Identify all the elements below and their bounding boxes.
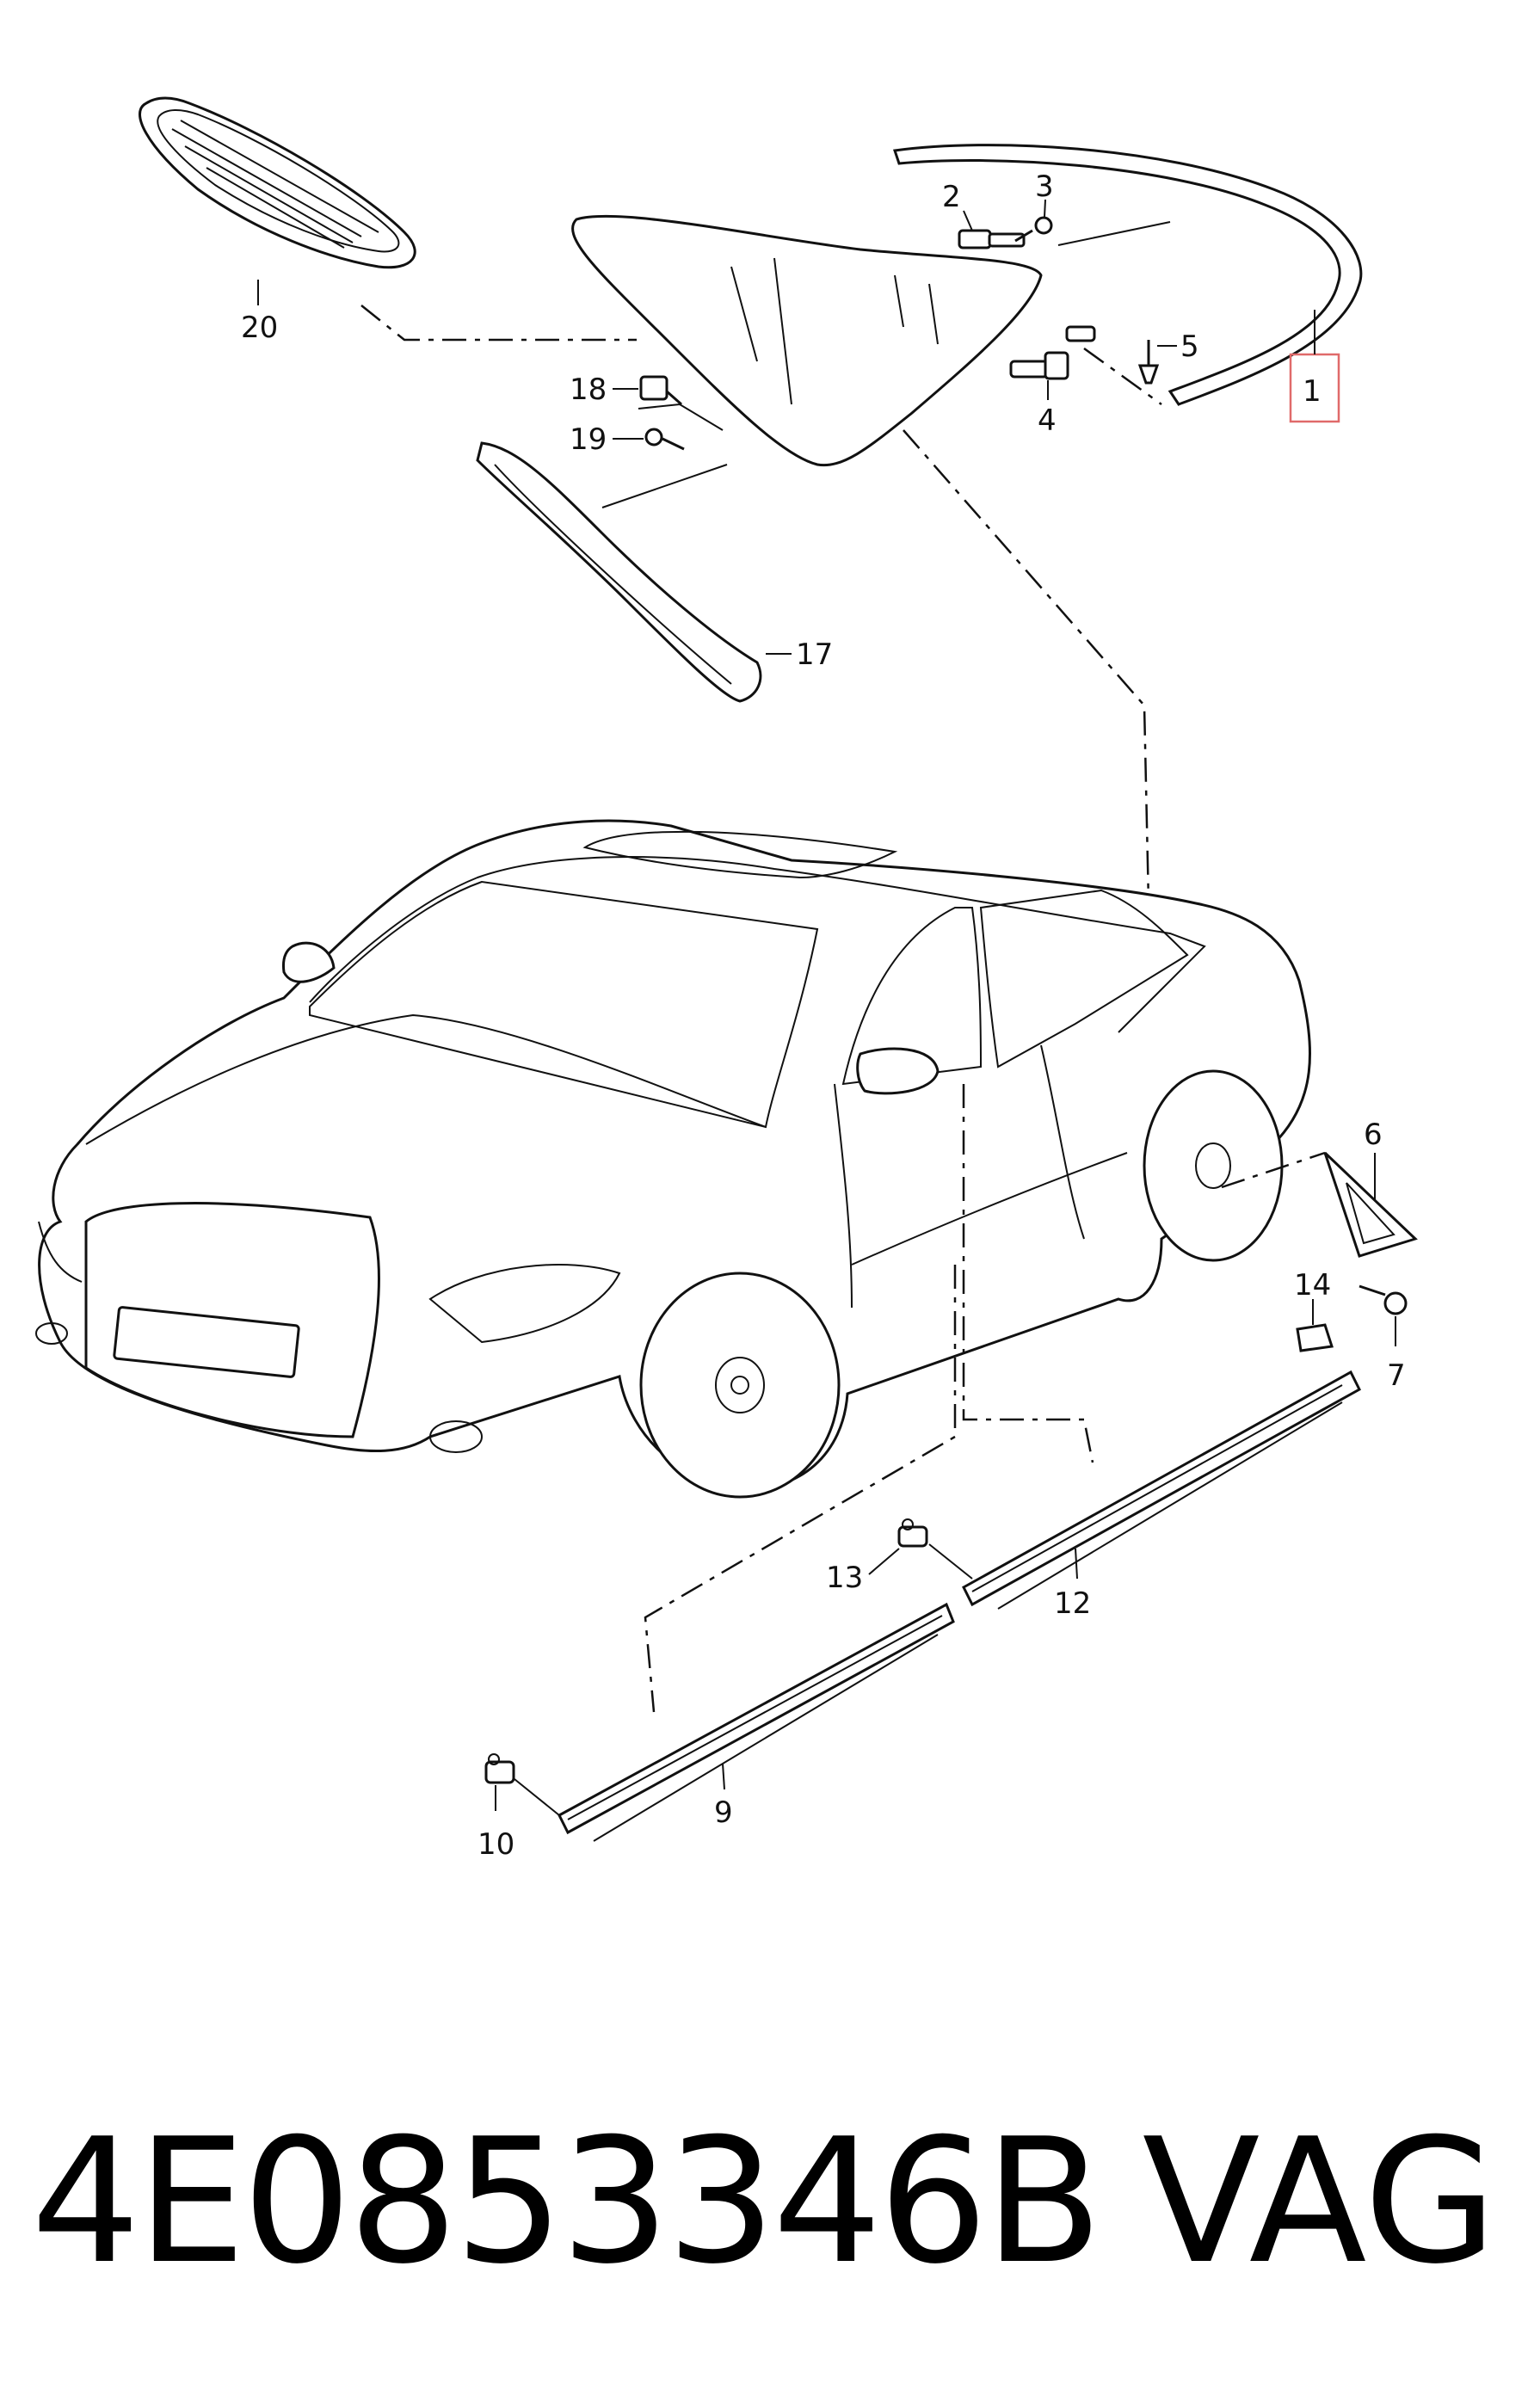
car-illustration (35, 819, 1311, 1499)
part-2-clip (958, 229, 1026, 249)
brand-name: VAG (1142, 2102, 1497, 2302)
part-1-trim-strip (893, 144, 1363, 406)
leader-17-glass (601, 464, 728, 508)
part-14-end-cap (1296, 1323, 1334, 1352)
leader-2 (963, 210, 973, 231)
part-20-window-panel (139, 96, 416, 269)
callout-4: 4 (1038, 403, 1057, 438)
leader-2-3-strip (1057, 221, 1171, 246)
callout-1: 1 (1303, 374, 1322, 409)
part-6-triangle-trim (1323, 1151, 1418, 1258)
callout-3: 3 (1035, 169, 1054, 204)
callout-18: 18 (570, 373, 607, 407)
part-10-clip (484, 1753, 515, 1784)
part-12-rear-sill-trim (962, 1370, 1361, 1610)
callout-20: 20 (241, 311, 278, 345)
ref-line-4-5 (1083, 347, 1162, 406)
part-18-clip (639, 375, 682, 406)
callout-19: 19 (570, 422, 607, 457)
callout-7: 7 (1387, 1358, 1406, 1393)
part-9-front-sill-trim (558, 1602, 955, 1842)
footer: 4E0853346B VAG (0, 2099, 1528, 2306)
callout-10: 10 (478, 1827, 514, 1862)
leader-13 (868, 1548, 900, 1575)
part-5-rivet (1137, 340, 1160, 385)
part-4-bracket (1009, 325, 1096, 380)
callout-6: 6 (1364, 1118, 1383, 1152)
part-17-pillar-trim (476, 441, 762, 703)
callout-17: 17 (796, 637, 833, 672)
part-7-screw (1359, 1284, 1408, 1315)
ref-line-car-6 (1221, 1151, 1326, 1189)
callout-9: 9 (714, 1795, 733, 1830)
leader-10-strip (514, 1778, 560, 1816)
leader-13-strip (928, 1543, 973, 1580)
part-13-clip (897, 1518, 928, 1548)
leader-18-19-bracket (638, 403, 724, 431)
callout-13: 13 (826, 1561, 863, 1595)
part-3-screw (1014, 216, 1053, 243)
leader-3 (1044, 199, 1046, 218)
ref-line-car-9 (644, 1265, 957, 1713)
leader-12 (1075, 1548, 1078, 1580)
leader-9 (722, 1763, 725, 1790)
ref-line-20 (360, 305, 637, 342)
ref-line-glass-car (903, 429, 1150, 904)
callout-12: 12 (1054, 1586, 1091, 1621)
callout-2: 2 (942, 180, 961, 214)
part-19-screw (644, 428, 685, 451)
callout-5: 5 (1180, 329, 1199, 364)
part-number: 4E0853346B (31, 2102, 1103, 2302)
quarter-glass (571, 214, 1043, 467)
callout-14: 14 (1294, 1268, 1331, 1303)
ref-line-car-12 (962, 1084, 1094, 1463)
